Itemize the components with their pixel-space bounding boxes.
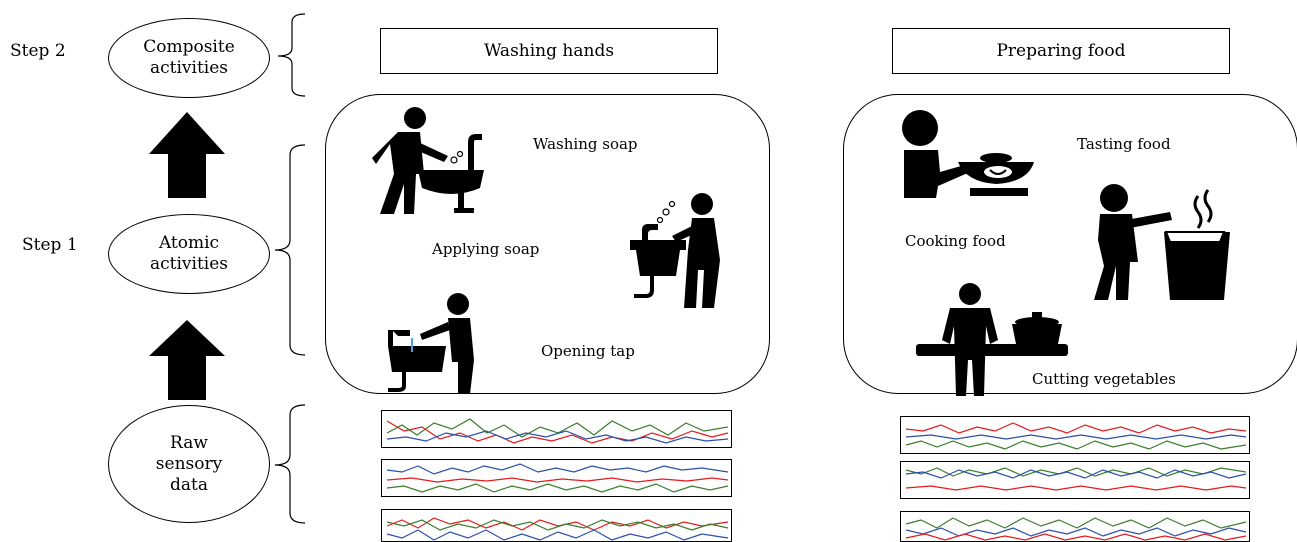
atomic-label-cutting-vegetables: Cutting vegetables xyxy=(1032,370,1176,388)
raw-sensory-data-node: Raw sensory data xyxy=(108,405,270,523)
atomic-panel-preparing-food xyxy=(843,94,1297,394)
brace xyxy=(274,144,306,356)
composite-title: Preparing food xyxy=(996,41,1126,61)
sensor-signal-plot xyxy=(386,517,729,541)
brace xyxy=(274,404,306,524)
brace xyxy=(277,13,306,97)
atomic-label-cooking-food: Cooking food xyxy=(905,232,1006,250)
sensor-signal-plot xyxy=(905,517,1247,541)
atomic-label-washing-soap: Washing soap xyxy=(533,135,638,153)
sensor-signal-panel xyxy=(381,459,732,497)
composite-box-preparing-food: Preparing food xyxy=(892,28,1230,74)
sensor-signal-panel xyxy=(900,416,1250,454)
tasting-food-person-icon xyxy=(902,110,1034,198)
sensor-signal-plot xyxy=(905,422,1247,450)
sensor-signal-panel xyxy=(900,511,1250,542)
atomic-label-applying-soap: Applying soap xyxy=(432,240,540,258)
sensor-signal-plot xyxy=(905,467,1247,491)
sensor-signal-panel xyxy=(900,461,1250,499)
sensor-signal-plot xyxy=(386,463,729,493)
composite-activities-node: Composite activities xyxy=(108,18,270,98)
step-2-label: Step 2 xyxy=(10,41,66,61)
up-arrow-icon xyxy=(149,320,225,400)
opening-tap-person-icon xyxy=(388,293,474,394)
up-arrow-icon xyxy=(149,112,225,198)
atomic-panel-washing-hands xyxy=(325,94,770,394)
cooking-food-person-icon xyxy=(1094,184,1230,300)
atomic-activities-node: Atomic activities xyxy=(108,214,270,294)
atomic-activities-label: Atomic activities xyxy=(149,233,229,274)
sensor-signal-panel xyxy=(381,509,732,542)
sensor-signal-plot xyxy=(386,418,729,444)
atomic-label-opening-tap: Opening tap xyxy=(541,342,635,360)
raw-sensory-data-label: Raw sensory data xyxy=(155,432,223,495)
applying-soap-person-icon xyxy=(630,193,720,308)
washing-soap-person-icon xyxy=(372,107,484,214)
composite-title: Washing hands xyxy=(483,41,615,61)
composite-box-washing-hands: Washing hands xyxy=(380,28,718,74)
sensor-signal-panel xyxy=(381,410,732,448)
atomic-label-tasting-food: Tasting food xyxy=(1077,135,1171,153)
composite-activities-label: Composite activities xyxy=(143,37,235,78)
step-1-label: Step 1 xyxy=(22,235,78,255)
cutting-vegetables-person-icon xyxy=(916,283,1068,396)
